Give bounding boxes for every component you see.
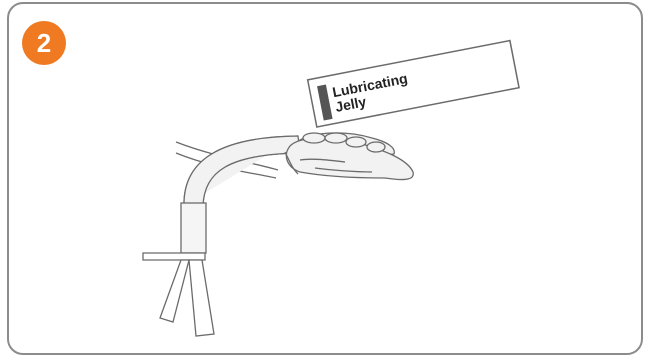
tube-connector <box>180 202 207 254</box>
illustration-frame <box>7 2 643 355</box>
step-number-badge: 2 <box>22 21 66 65</box>
drainage-tubing <box>142 252 215 337</box>
lubricating-jelly-packet: Lubricating Jelly <box>306 39 520 128</box>
packet-label-line2: Jelly <box>334 93 368 115</box>
packet-stripe <box>317 84 333 121</box>
hand-illustration <box>284 132 414 181</box>
